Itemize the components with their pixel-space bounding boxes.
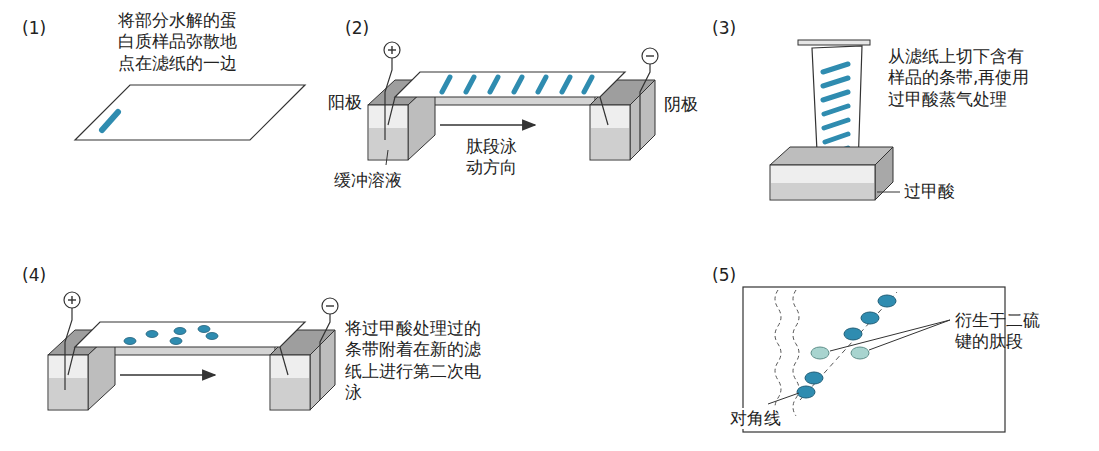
disulfide-peptide-spot	[851, 347, 869, 359]
peptide-band	[825, 134, 848, 142]
panel-number: (3)	[712, 18, 736, 39]
leader-line	[877, 192, 900, 193]
arrow-label: 肽段泳动方向	[466, 136, 522, 179]
panel-number: (1)	[22, 18, 46, 39]
sample-streak	[102, 112, 118, 130]
part-label: 缓冲溶液	[334, 170, 402, 191]
callout-label: 衍生于二硫键的肽段	[955, 310, 1047, 353]
callout-label: 对角线	[728, 408, 783, 429]
peptide-spot	[170, 338, 182, 345]
leader-line	[386, 150, 388, 165]
performic-acid-liquid	[771, 183, 874, 199]
tray-front	[770, 165, 875, 200]
peptide-spot	[206, 333, 218, 340]
part-label: 过甲酸	[904, 181, 955, 202]
step-note: 将部分水解的蛋白质样品弥散地点在滤纸的一边	[118, 10, 243, 74]
step-note: 从滤纸上切下含有样品的条带,再使用过甲酸蒸气处理	[888, 46, 1030, 110]
peptide-bands	[823, 64, 848, 156]
electrode-label: 阴极	[664, 94, 698, 115]
peptide-spots	[124, 326, 218, 345]
peptide-spot	[124, 338, 136, 345]
step-note: 将过甲酸处理过的条带附着在新的滤纸上进行第二次电泳	[345, 318, 487, 403]
leader-line	[768, 393, 799, 404]
hanging-bar	[798, 40, 870, 45]
peptide-band	[442, 77, 450, 92]
peptide-spot	[861, 312, 879, 324]
peptide-spot	[805, 372, 823, 384]
tray-top	[770, 147, 893, 165]
panel-number: (5)	[712, 265, 736, 286]
peptide-band	[584, 77, 592, 92]
electrode-label: 阳极	[328, 92, 362, 113]
leader-line	[869, 320, 950, 350]
peptide-band	[514, 77, 522, 92]
peptide-band	[538, 77, 546, 92]
peptide-spot	[146, 331, 158, 338]
disulfide-peptide-spot	[811, 347, 829, 359]
peptide-band	[824, 106, 848, 114]
peptide-band	[823, 64, 848, 72]
peptide-bands	[442, 77, 592, 92]
peptide-spot	[844, 328, 862, 340]
peptide-band	[823, 92, 848, 100]
peptide-spot	[174, 328, 186, 335]
peptide-band	[824, 120, 848, 128]
peptide-spot	[797, 386, 815, 398]
electrophoresis-tank	[48, 292, 338, 410]
strip-outline	[793, 290, 799, 416]
filter-paper	[75, 85, 305, 140]
leader-line	[830, 320, 950, 351]
peptide-spot	[198, 326, 210, 333]
peptide-band	[490, 77, 498, 92]
peptide-spot	[878, 295, 896, 307]
peptide-band	[823, 78, 848, 86]
peptide-band	[562, 77, 570, 92]
peptide-band	[466, 77, 474, 92]
panel-number: (4)	[22, 265, 46, 286]
strip-outline	[775, 290, 781, 416]
panel-number: (2)	[345, 18, 369, 39]
